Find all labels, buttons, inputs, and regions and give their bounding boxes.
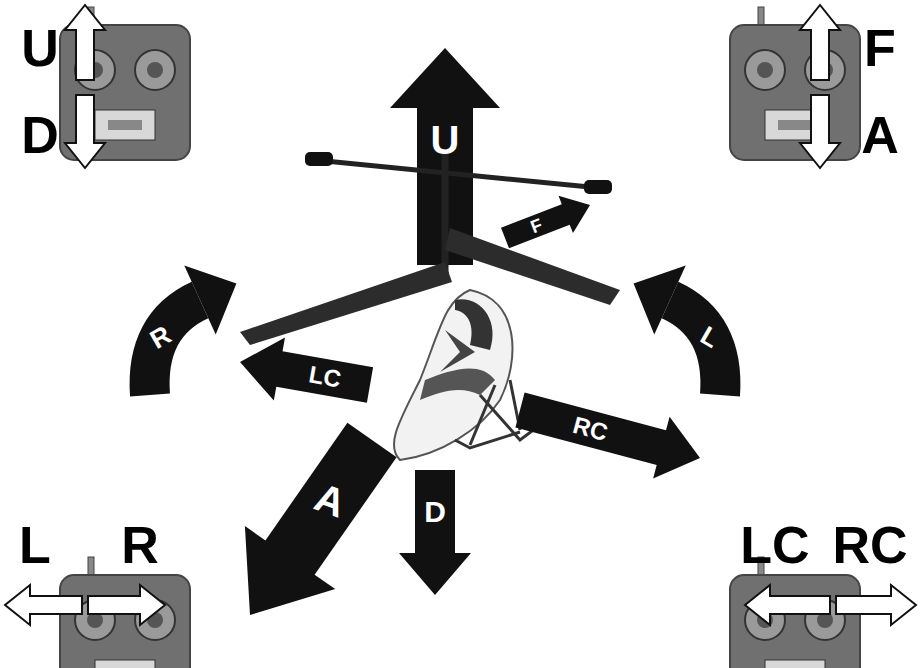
direction-arrow (515, 393, 700, 479)
controllers (5, 5, 916, 668)
stick-arrow (88, 585, 165, 625)
stick-arrow (800, 5, 840, 80)
direction-arrow (245, 423, 397, 615)
stick-arrow (65, 5, 105, 80)
stick-arrow (836, 585, 916, 625)
arrow-letter: LC (307, 362, 343, 391)
direction-arrow (399, 470, 471, 595)
control-letter: D (21, 109, 59, 161)
rotate-arrow-head (184, 265, 236, 334)
control-letter: A (861, 109, 899, 161)
direction-arrows (150, 196, 721, 615)
stick-arrow (65, 95, 105, 168)
control-letter: U (21, 22, 59, 74)
stick-arrow (745, 585, 830, 625)
control-letter: RC (832, 519, 907, 571)
control-letter: L (19, 519, 51, 571)
control-letter: R (121, 519, 159, 571)
stick-arrow (5, 585, 82, 625)
control-letter: LC (740, 519, 809, 571)
control-letter: F (864, 22, 896, 74)
stick-arrow (800, 95, 840, 168)
arrow-letter: U (431, 120, 460, 160)
arrow-letter: D (424, 497, 446, 527)
rotate-arrow-head (634, 265, 686, 334)
direction-arrow (501, 196, 590, 249)
direction-arrow (240, 338, 373, 403)
